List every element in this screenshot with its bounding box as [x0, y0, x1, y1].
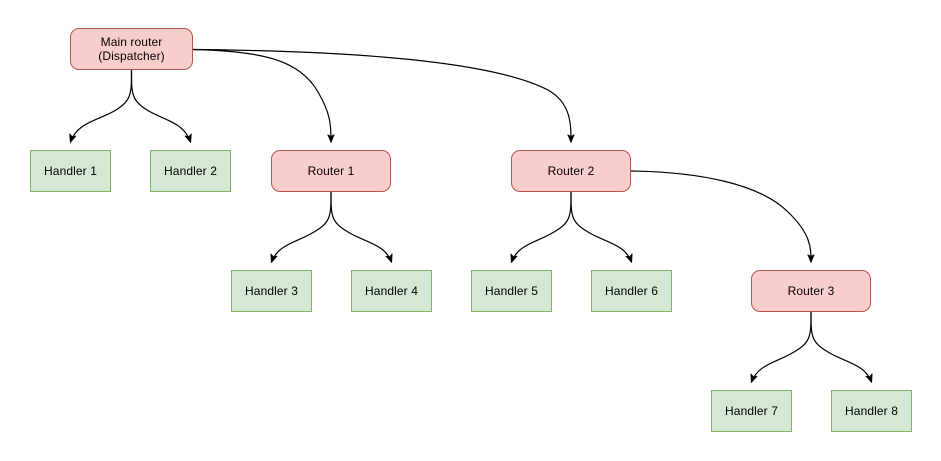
node-handler-4-label: Handler 4 [365, 284, 418, 298]
edge-main-to-router-1 [192, 48, 331, 143]
node-handler-6[interactable]: Handler 6 [591, 270, 672, 312]
node-router-1-label: Router 1 [307, 164, 355, 178]
node-handler-7-label: Handler 7 [725, 404, 778, 418]
edge-router-1-to-handler-4 [330, 191, 392, 262]
edge-router-2-to-router-3 [630, 170, 811, 262]
node-handler-3-label: Handler 3 [245, 284, 298, 298]
node-handler-5-label: Handler 5 [485, 284, 538, 298]
edge-main-to-router-2 [192, 48, 571, 143]
node-router-3-label: Router 3 [787, 284, 835, 298]
node-main-router-label: Main router (Dispatcher) [98, 35, 165, 63]
node-handler-8[interactable]: Handler 8 [831, 390, 912, 432]
node-handler-2[interactable]: Handler 2 [150, 150, 231, 192]
node-handler-1-label: Handler 1 [44, 164, 97, 178]
edge-router-1-to-handler-3 [272, 191, 332, 262]
node-main-router[interactable]: Main router (Dispatcher) [70, 28, 193, 70]
edge-router-3-to-handler-8 [810, 311, 872, 382]
node-handler-8-label: Handler 8 [845, 404, 898, 418]
node-handler-7[interactable]: Handler 7 [711, 390, 792, 432]
edge-main-to-handler-1 [71, 69, 133, 142]
node-handler-2-label: Handler 2 [164, 164, 217, 178]
edge-router-2-to-handler-6 [570, 191, 632, 262]
node-handler-3[interactable]: Handler 3 [231, 270, 312, 312]
edge-router-2-to-handler-5 [512, 191, 572, 262]
node-handler-5[interactable]: Handler 5 [471, 270, 552, 312]
edge-main-to-handler-2 [130, 69, 191, 142]
node-router-3[interactable]: Router 3 [751, 270, 871, 312]
node-router-2[interactable]: Router 2 [511, 150, 631, 192]
node-router-2-label: Router 2 [547, 164, 595, 178]
node-handler-4[interactable]: Handler 4 [351, 270, 432, 312]
node-handler-6-label: Handler 6 [605, 284, 658, 298]
node-router-1[interactable]: Router 1 [271, 150, 391, 192]
node-handler-1[interactable]: Handler 1 [30, 150, 111, 192]
edge-router-3-to-handler-7 [752, 311, 812, 382]
